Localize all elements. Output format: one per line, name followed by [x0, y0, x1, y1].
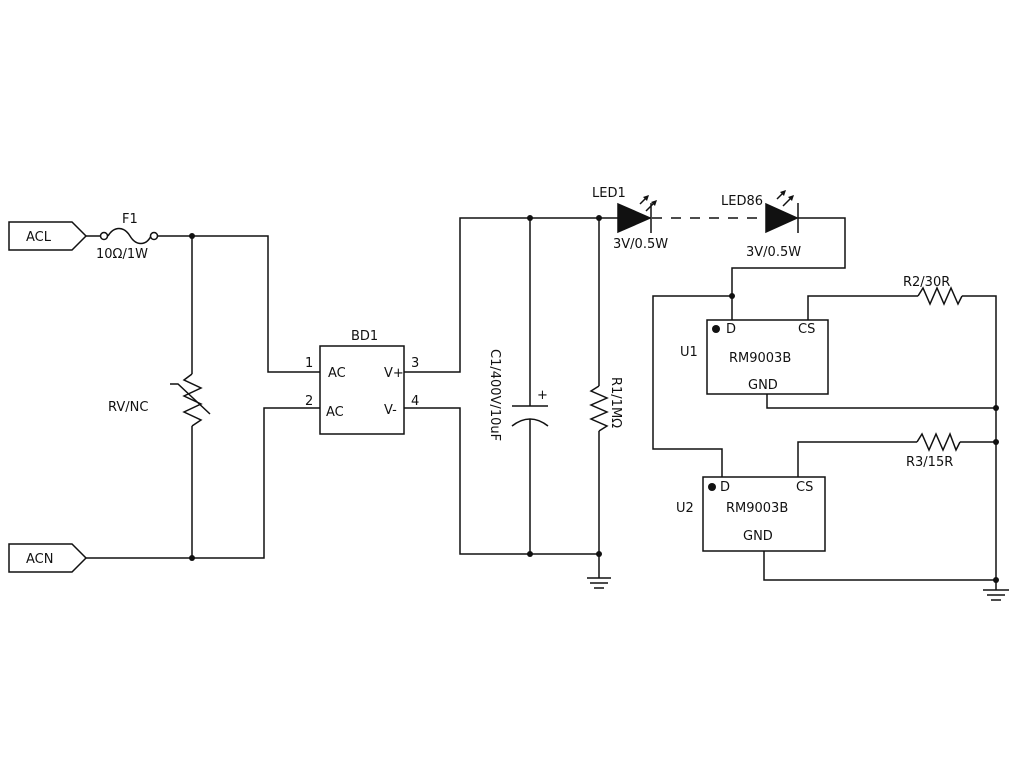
wire-u1-gnd: [766, 394, 996, 409]
u1-pin-d: D: [726, 322, 736, 337]
resistor-r3-label: R3/15R: [906, 455, 953, 470]
led86-value: 3V/0.5W: [746, 245, 801, 260]
u2-part: RM9003B: [726, 501, 788, 516]
wire-d-net: [652, 295, 732, 477]
bridge-bd1: BD1 1 2 3 4 AC AC V+ V-: [305, 329, 419, 435]
varistor-slash: [170, 383, 211, 415]
led1-ref: LED1: [592, 186, 626, 201]
varistor-zigzag: [182, 373, 203, 427]
acn-port-label: ACN: [26, 552, 53, 567]
led86-triangle: [765, 202, 799, 234]
u2-pin1-marker: [708, 483, 716, 491]
fuse-value: 10Ω/1W: [96, 247, 148, 262]
u1-ref: U1: [680, 345, 698, 360]
acn-port-shape: [8, 543, 88, 573]
led1-value: 3V/0.5W: [613, 237, 668, 252]
junction-dot: [189, 233, 195, 239]
led1-triangle: [617, 202, 652, 234]
wire-dc-positive: [404, 217, 618, 373]
resistor-r2-zigzag: [917, 286, 963, 306]
capacitor-label: C1/400V/10uF: [487, 349, 502, 441]
ic-u2: D CS RM9003B GND U2: [676, 476, 826, 552]
resistor-r2-label: R2/30R: [903, 275, 950, 290]
ic-u1: D CS RM9003B GND U1: [680, 319, 829, 395]
wire-acn-net: [86, 407, 320, 559]
junction-dot: [189, 555, 195, 561]
wire-acl-net: [158, 235, 320, 373]
fuse-symbol: [107, 227, 152, 245]
bridge-pin-3: 3: [411, 356, 419, 371]
fuse-terminal: [149, 231, 159, 241]
junction-dot: [993, 405, 999, 411]
wire-u2-cs: [797, 441, 917, 477]
bridge-ac1-label: AC: [328, 366, 346, 381]
ground-symbol: [983, 580, 1009, 601]
u1-body: [706, 319, 829, 395]
capacitor-polarity: +: [537, 388, 548, 403]
bridge-vminus-label: V-: [384, 403, 397, 418]
ground-symbol: [587, 554, 611, 589]
bridge-ref: BD1: [351, 329, 378, 344]
junction-dot: [729, 293, 735, 299]
varistor-label: RV/NC: [108, 400, 148, 415]
bridge-pin-1: 1: [305, 356, 313, 371]
led86-arrow-head: [780, 190, 786, 196]
acl-port: ACL: [8, 221, 88, 251]
junction-dot: [993, 439, 999, 445]
led-led86: LED86 3V/0.5W: [721, 190, 801, 260]
led86-ref: LED86: [721, 194, 763, 209]
fuse-terminal: [99, 231, 109, 241]
led-led1: LED1 3V/0.5W: [592, 186, 668, 252]
acl-port-label: ACL: [26, 230, 52, 245]
wire-led-cathode: [731, 217, 846, 320]
acl-port-shape: [8, 221, 88, 251]
resistor-r1-zigzag: [589, 385, 609, 432]
bridge-pin-2: 2: [305, 394, 313, 409]
acn-port: ACN: [8, 543, 88, 573]
led1-arrow-head: [651, 200, 657, 206]
wire-u1-cs: [807, 295, 918, 320]
u1-pin1-marker: [712, 325, 720, 333]
u1-pin-cs: CS: [798, 322, 815, 337]
u2-body: [702, 476, 826, 552]
bridge-pin-4: 4: [411, 394, 419, 409]
fuse-f1: F1 10Ω/1W: [86, 212, 159, 262]
wire-sense-return: [962, 295, 997, 580]
u2-pin-gnd: GND: [743, 529, 773, 544]
led1-arrow-head: [643, 195, 649, 201]
fuse-ref: F1: [122, 212, 138, 227]
wire-u2-gnd: [763, 551, 996, 581]
resistor-r2: R2/30R: [903, 275, 963, 306]
resistor-r3-zigzag: [916, 432, 961, 452]
resistor-r3: R3/15R: [906, 432, 961, 470]
u1-part: RM9003B: [729, 351, 791, 366]
resistor-r1: R1/1MΩ: [589, 218, 623, 554]
varistor-rv: RV/NC: [108, 373, 211, 427]
resistor-r1-label: R1/1MΩ: [608, 377, 623, 428]
bridge-body: [319, 345, 405, 435]
u2-pin-cs: CS: [796, 480, 813, 495]
capacitor-c1: + C1/400V/10uF: [487, 218, 549, 554]
bridge-ac2-label: AC: [326, 405, 344, 420]
bridge-vplus-label: V+: [384, 366, 404, 381]
u2-ref: U2: [676, 501, 694, 516]
u2-pin-d: D: [720, 480, 730, 495]
u1-pin-gnd: GND: [748, 378, 778, 393]
led86-arrow-head: [788, 195, 794, 201]
